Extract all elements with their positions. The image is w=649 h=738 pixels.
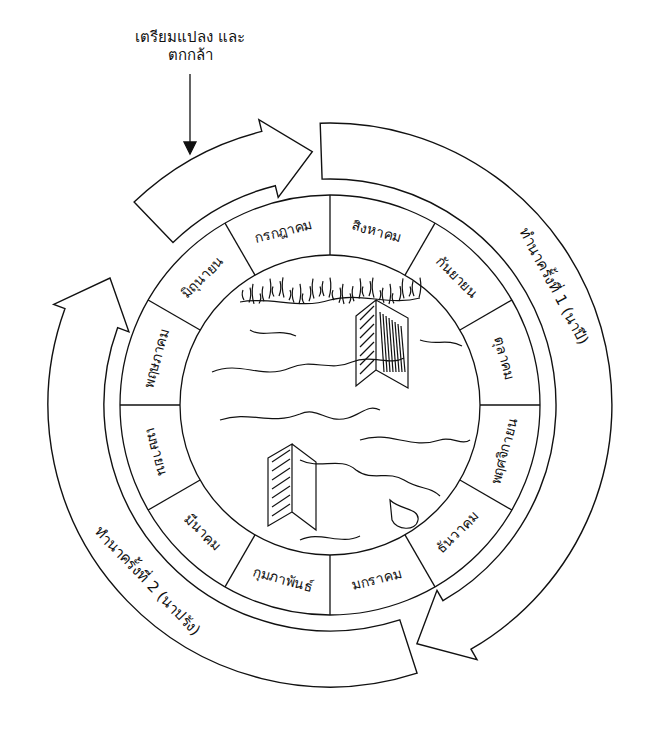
rice-plant (319, 286, 321, 296)
picture-circle (180, 255, 480, 555)
rice-plant (339, 288, 341, 303)
rice-plant (362, 286, 364, 296)
month-label: กันยายน (433, 253, 482, 302)
rice-plant (332, 290, 334, 300)
step-label: เตรียมแปลง และตกกล้า (130, 28, 250, 64)
rice-plant (372, 278, 374, 298)
rice-plant (402, 278, 404, 298)
rice-plant (322, 281, 324, 296)
rice-plant (309, 286, 311, 301)
rice-plant (289, 290, 291, 300)
month-divider (329, 555, 330, 615)
month-label: ตุลาคม (490, 335, 518, 382)
rice-plant (259, 293, 261, 303)
field-outline (240, 297, 420, 540)
crop-label: ทำนาครั้งที่ 2 (นาปรัง) (91, 523, 205, 640)
rice-plant (379, 290, 381, 300)
rice-plant (302, 293, 304, 303)
month-label: มิถุนายน (178, 253, 227, 302)
month-label: ธันวาคม (433, 508, 482, 557)
rice-plant (409, 286, 411, 296)
rice-plant (352, 286, 354, 301)
rice-plant (262, 286, 264, 301)
month-label: กุมภาพันธ์ (251, 563, 315, 595)
rice-plant (419, 278, 421, 298)
rice-plant (279, 281, 281, 296)
rice-plant (382, 288, 384, 303)
month-divider (225, 223, 255, 275)
month-label: มีนาคม (181, 510, 225, 554)
month-divider (120, 404, 180, 405)
straw-hatch (272, 504, 290, 516)
month-divider (460, 480, 512, 510)
month-label: กรกฎาคม (253, 215, 314, 246)
straw-hatch (360, 360, 374, 374)
rice-plant (269, 279, 271, 299)
rice-plant (282, 277, 284, 297)
month-divider (405, 223, 435, 275)
second-crop-arrow (48, 278, 417, 687)
month-divider (148, 300, 200, 330)
rice-plant (312, 279, 314, 299)
rice-plant (399, 286, 401, 301)
month-divider (329, 195, 330, 255)
straw-hatch (401, 326, 405, 372)
rice-plant (249, 288, 251, 303)
first-crop-arrow (320, 123, 612, 660)
rice-plant (329, 278, 331, 298)
month-divider (225, 535, 255, 587)
rice-plant (369, 281, 371, 296)
month-label: พฤษภาคม (140, 327, 172, 390)
rice-plant (389, 284, 391, 304)
month-label: มกราคม (350, 564, 404, 593)
rice-plant (342, 284, 344, 304)
crop-label: ทำนาครั้งที่ 1 (นาปี) (516, 224, 593, 347)
month-label: เมษายน (142, 426, 171, 478)
month-label: พฤศจิกายน (487, 417, 521, 487)
month-divider (148, 480, 200, 510)
rice-plant (412, 281, 414, 296)
month-label: สิงหาคม (350, 216, 404, 245)
water-outline (212, 330, 470, 528)
rice-stack (268, 300, 408, 530)
pointer-line (189, 74, 190, 146)
rice-plant (272, 287, 274, 297)
month-divider (405, 535, 435, 587)
rice-plant (242, 290, 244, 300)
rice-plant (359, 278, 361, 298)
month-divider (480, 404, 540, 405)
rice-plant (349, 293, 351, 303)
rice-plant (252, 284, 254, 304)
pointer-head (184, 142, 196, 154)
month-ring (120, 195, 540, 615)
rice-plant (299, 284, 301, 304)
month-divider (460, 300, 512, 330)
rice-plant (392, 293, 394, 303)
rice-plant (292, 288, 294, 303)
